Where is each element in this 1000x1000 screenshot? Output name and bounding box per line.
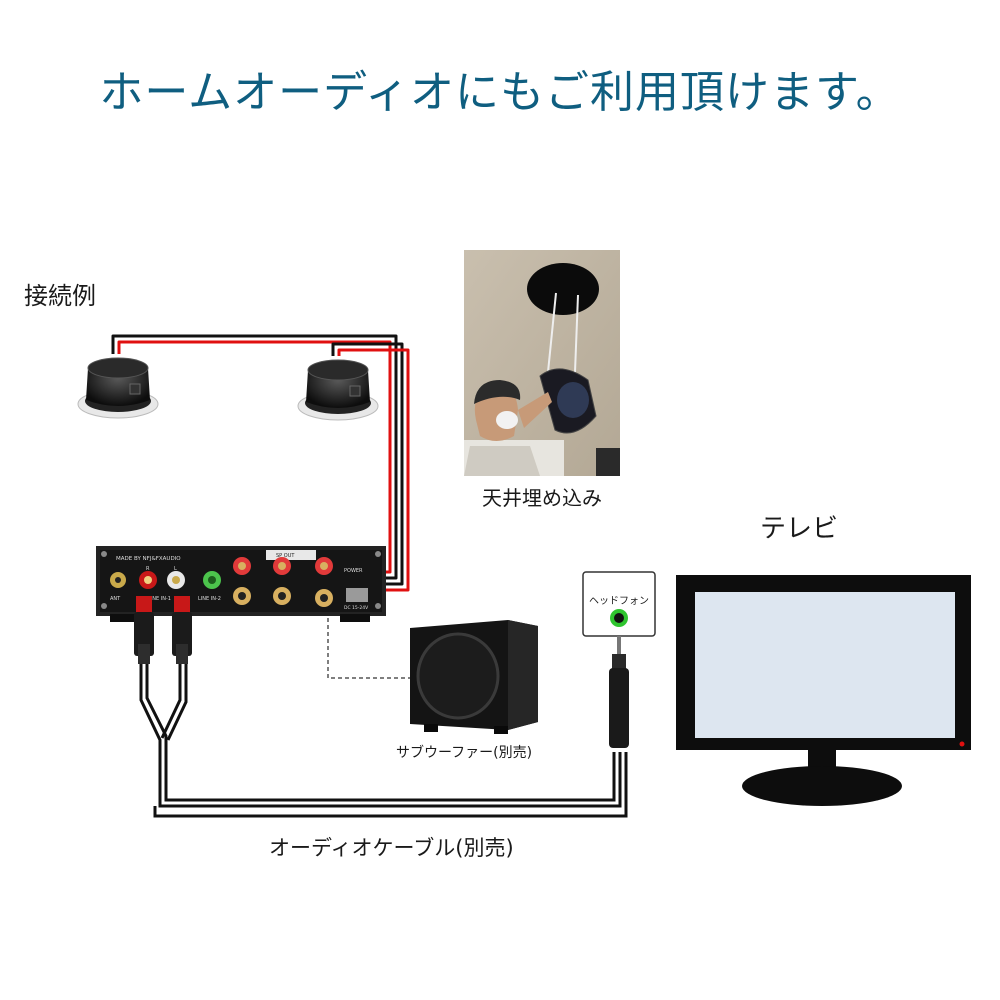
ceiling-installation-photo [464,250,620,476]
amp-maker-text: MADE BY NFJ&FXAUDIO [116,556,181,562]
rca-plug-right [172,596,192,664]
subwoofer-caption: サブウーファー(別売) [396,745,533,761]
ceiling-speaker-right [297,359,379,421]
amp-l-label: L [174,566,177,572]
amp-power-label: POWER [344,568,363,574]
amp-r-label: R [146,566,150,572]
rca-plug-left [134,596,154,664]
audio-cable [139,660,628,818]
tv-label: テレビ [760,514,839,544]
amp-sp-out-label: SP OUT [276,553,295,559]
headphone-port-box [582,571,656,637]
ceiling-speaker-left [77,357,159,419]
television [676,575,971,806]
amp-dc-label: DC 15-24V [344,605,369,611]
subwoofer-link [327,618,410,679]
headline: ホームオーディオにもご利用頂けます。 [99,67,901,118]
headphone-plug [609,636,629,748]
audio-cable-caption: オーディオケーブル(別売) [269,836,514,860]
amp-line-in-1-label: LINE IN-1 [148,596,171,602]
ceiling-photo-caption: 天井埋め込み [482,486,602,510]
amp-ant-label: ANT [110,596,121,602]
headphone-port-label: ヘッドフォン [589,596,649,607]
amp-line-in-2-label: LINE IN-2 [198,596,221,602]
subwoofer [410,620,538,734]
connection-example-label: 接続例 [24,282,96,310]
